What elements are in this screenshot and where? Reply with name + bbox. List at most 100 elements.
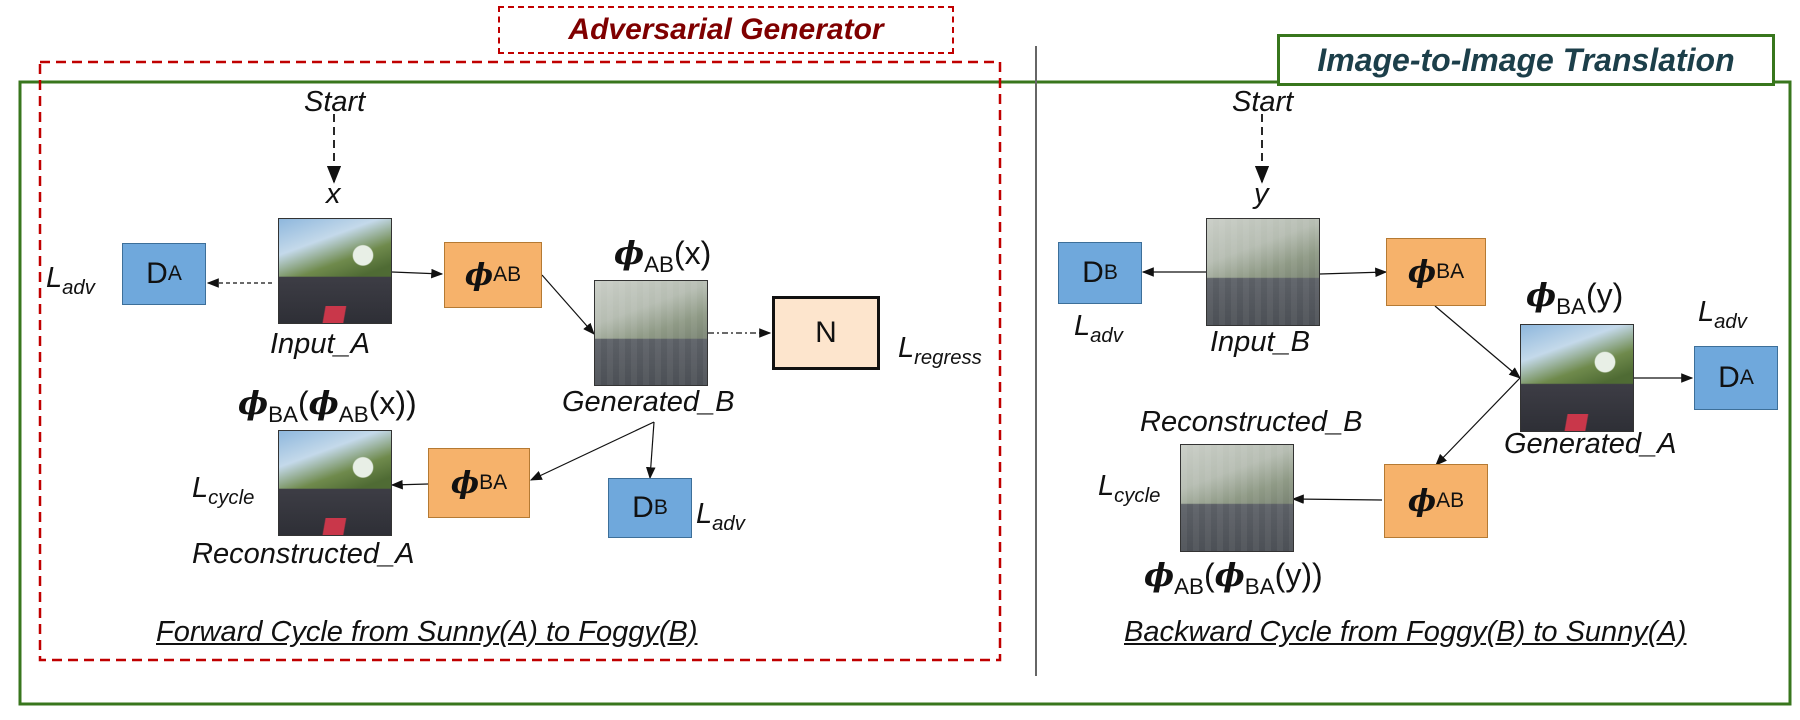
translation-frame: [18, 80, 1792, 706]
l-subscript: adv: [1714, 311, 1747, 334]
l-symbol: L: [696, 498, 713, 530]
phi-symbol: ϕ: [238, 384, 269, 422]
phi-subscript: AB: [1174, 573, 1204, 599]
input-a-label: Input_A: [270, 328, 370, 360]
phi-ab-x-label: ϕAB(x): [614, 234, 711, 278]
phi-symbol: ϕ: [1526, 276, 1557, 314]
l-symbol: L: [1698, 296, 1715, 328]
phi-ba-y-label: ϕBA(y): [1526, 276, 1623, 320]
adversarial-frame: [38, 60, 1002, 662]
phi-symbol: ϕ: [1144, 556, 1175, 594]
generated-a-image: [1520, 324, 1634, 432]
forward-l-adv-2: Ladv: [696, 498, 745, 536]
phi-subscript: BA: [1556, 293, 1586, 319]
adversarial-generator-title: Adversarial Generator: [498, 6, 954, 54]
disc-symbol: D: [1082, 256, 1104, 289]
disc-symbol: D: [146, 257, 168, 290]
l-subscript: cycle: [208, 487, 255, 510]
arrow-inputB-to-phiBA: [1319, 267, 1388, 278]
phi-subscript: AB: [493, 263, 522, 286]
backward-start-label: Start: [1232, 86, 1294, 118]
generated-a-label: Generated_A: [1504, 428, 1677, 460]
paren: (: [1204, 557, 1215, 593]
l-subscript: adv: [62, 277, 95, 300]
l-symbol: L: [192, 472, 209, 504]
l-symbol: L: [46, 262, 63, 294]
phi-symbol: ϕ: [1407, 483, 1437, 519]
phi-symbol: ϕ: [464, 257, 494, 293]
disc-symbol: D: [632, 491, 654, 524]
reconstructed-a-image: [278, 430, 392, 536]
forward-cycle-caption: Forward Cycle from Sunny(A) to Foggy(B): [156, 616, 698, 648]
l-subscript: adv: [1090, 325, 1123, 348]
phi-argument: (y)): [1274, 557, 1323, 593]
phi-argument: (x): [674, 235, 712, 271]
l-symbol: L: [898, 332, 915, 364]
generated-b-label: Generated_B: [562, 386, 735, 418]
forward-input-var: x: [326, 178, 341, 210]
disc-symbol: D: [1718, 361, 1740, 394]
generated-b-image: [594, 280, 708, 386]
reconstructed-b-label: Reconstructed_B: [1140, 406, 1363, 438]
n-network-box: N: [772, 296, 880, 370]
arrow-genA-to-phiAB: [1435, 377, 1521, 466]
l-regress-label: Lregress: [898, 332, 982, 370]
phi-subscript: AB: [644, 251, 674, 277]
l-symbol: L: [1098, 470, 1115, 502]
disc-subscript: A: [167, 262, 182, 285]
arrow-phiBA-to-reconA: [390, 479, 429, 490]
backward-cycle-caption: Backward Cycle from Foggy(B) to Sunny(A): [1124, 616, 1687, 648]
phi-symbol: ϕ: [1214, 556, 1245, 594]
disc-subscript: B: [653, 496, 668, 519]
phi-subscript: AB: [1436, 489, 1465, 512]
arrow-phiAB-to-genB: [541, 274, 595, 335]
disc-subscript: B: [1103, 261, 1118, 284]
disc-subscript: A: [1739, 366, 1754, 389]
l-subscript: adv: [712, 513, 745, 536]
forward-l-adv-1: Ladv: [46, 262, 95, 300]
phi-symbol: ϕ: [1407, 254, 1437, 290]
backward-l-adv-2: Ladv: [1698, 296, 1747, 334]
phi-subscript: BA: [1244, 573, 1275, 599]
phi-subscript: BA: [1436, 260, 1465, 283]
phi-symbol: ϕ: [614, 234, 645, 272]
arrow-phiBA-to-genA: [1434, 305, 1521, 379]
l-subscript: regress: [914, 347, 982, 370]
phi-subscript: AB: [338, 401, 369, 427]
arrow-genB-to-phiBA: [529, 421, 655, 481]
forward-start-label: Start: [304, 86, 366, 118]
image-translation-title: Image-to-Image Translation: [1277, 34, 1775, 86]
phi-subscript: BA: [268, 401, 298, 427]
backward-l-adv-1: Ladv: [1074, 310, 1123, 348]
arrow-genB-to-DB: [645, 421, 656, 480]
phi-subscript: BA: [479, 471, 508, 494]
phi-argument: (y): [1586, 277, 1624, 313]
arrow-phiAB-to-reconB: [1291, 494, 1383, 504]
backward-input-var: y: [1254, 178, 1269, 210]
phi-ba-phi-ab-x-label: ϕBA(ϕAB(x)): [238, 384, 417, 428]
phi-symbol: ϕ: [450, 465, 480, 501]
phi-ab-phi-ba-y-label: ϕAB(ϕBA(y)): [1144, 556, 1323, 600]
l-subscript: cycle: [1114, 485, 1161, 508]
input-a-image: [278, 218, 392, 324]
backward-l-cycle: Lcycle: [1098, 470, 1160, 508]
l-symbol: L: [1074, 310, 1091, 342]
phi-argument: (x)): [368, 385, 417, 421]
input-b-label: Input_B: [1210, 326, 1310, 358]
reconstructed-b-image: [1180, 444, 1294, 552]
arrow-inputA-to-phiAB: [391, 268, 444, 279]
forward-l-cycle: Lcycle: [192, 472, 254, 510]
input-b-image: [1206, 218, 1320, 326]
reconstructed-a-label: Reconstructed_A: [192, 538, 415, 570]
paren: (: [298, 385, 309, 421]
phi-symbol: ϕ: [308, 384, 339, 422]
